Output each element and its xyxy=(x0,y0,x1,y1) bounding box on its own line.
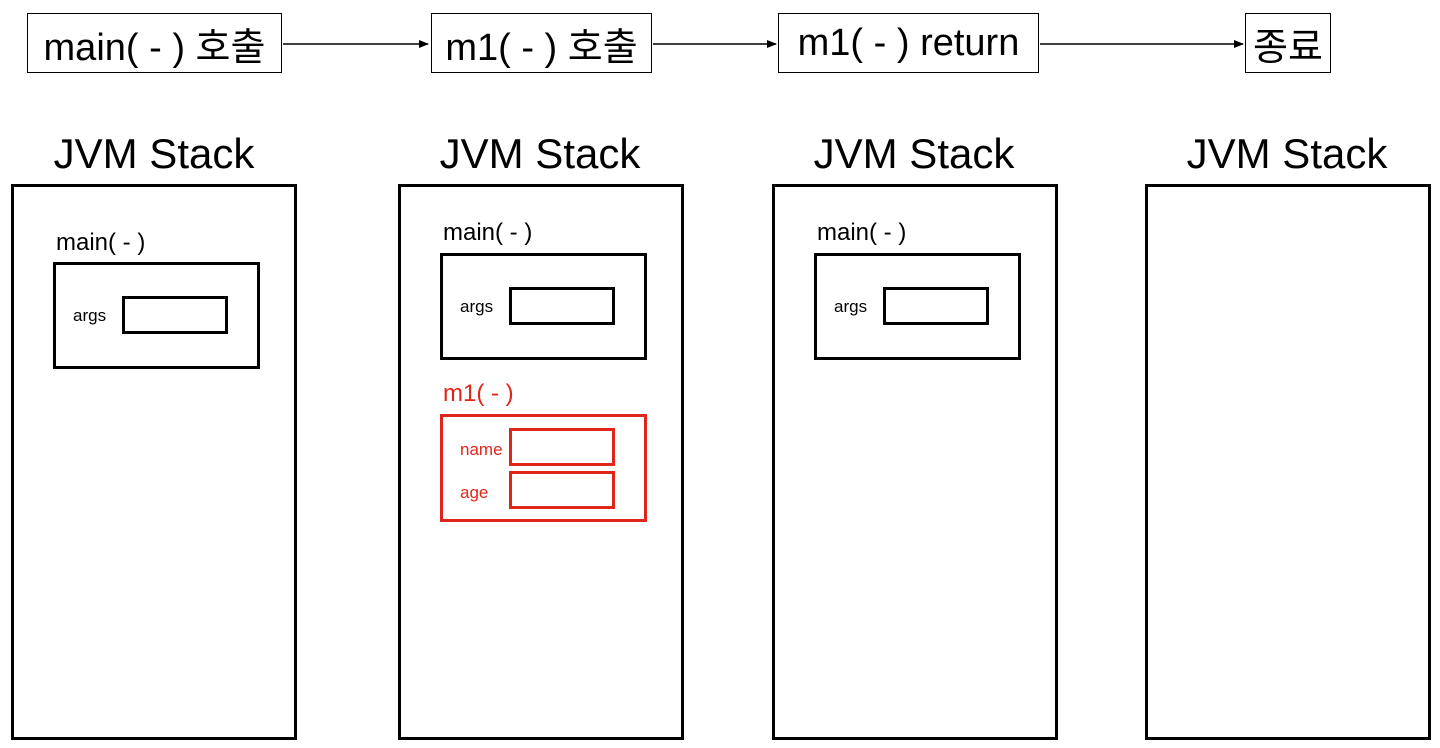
var-age-slot xyxy=(509,471,615,509)
flow-arrows xyxy=(283,40,1244,48)
var-args-slot xyxy=(883,287,989,325)
var-args-slot xyxy=(122,296,228,334)
frame-main-label: main( - ) xyxy=(817,219,907,246)
frame-main: args xyxy=(814,253,1021,360)
stack-1-title: JVM Stack xyxy=(53,130,255,177)
jvm-stack-3: main( - ) args xyxy=(772,184,1058,740)
step-m1-call: m1( - ) 호출 xyxy=(431,13,652,73)
step-main-call: main( - ) 호출 xyxy=(27,13,282,73)
frame-main: args xyxy=(53,262,260,369)
frame-main-label: main( - ) xyxy=(56,229,146,256)
jvm-stack-1: main( - ) args xyxy=(11,184,297,740)
var-name-slot xyxy=(509,428,615,466)
frame-main-label: main( - ) xyxy=(443,219,533,246)
step-end-label: 종료 xyxy=(1253,26,1323,69)
step-m1-call-label: m1( - ) 호출 xyxy=(445,26,638,69)
frame-m1: name age xyxy=(440,414,647,522)
var-args-label: args xyxy=(834,297,868,316)
stack-2-title: JVM Stack xyxy=(439,130,641,177)
var-age-label: age xyxy=(460,483,489,502)
step-m1-return-label: m1( - ) return xyxy=(797,21,1020,64)
step-m1-return: m1( - ) return xyxy=(778,13,1039,73)
jvm-stack-2: main( - ) args m1( - ) name age xyxy=(398,184,684,740)
var-name-label: name xyxy=(460,440,503,459)
stack-4-title: JVM Stack xyxy=(1186,130,1388,177)
step-end: 종료 xyxy=(1245,13,1331,73)
var-args-slot xyxy=(509,287,615,325)
jvm-stack-4 xyxy=(1145,184,1431,740)
step-main-call-label: main( - ) 호출 xyxy=(43,26,266,69)
frame-m1-label: m1( - ) xyxy=(443,380,514,407)
var-args-label: args xyxy=(460,297,494,316)
var-args-label: args xyxy=(73,306,107,325)
frame-main: args xyxy=(440,253,647,360)
stack-3-title: JVM Stack xyxy=(813,130,1015,177)
